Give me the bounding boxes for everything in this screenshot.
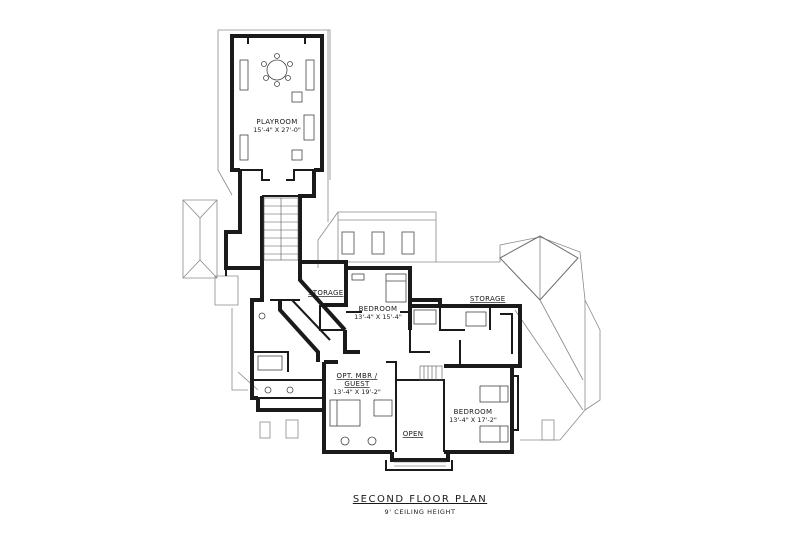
bedroom-right-dims: 13'-4" X 17'-2" [449, 416, 497, 424]
opt-mbr-name-line2: GUEST [344, 380, 370, 388]
storage-right-name: STORAGE [470, 295, 505, 303]
plan-subtitle: 9' CEILING HEIGHT [384, 508, 455, 516]
plan-title-block: SECOND FLOOR PLAN 9' CEILING HEIGHT [353, 494, 487, 516]
playroom-name: PLAYROOM [256, 118, 297, 126]
playroom-dims: 15'-4" X 27'-0" [253, 126, 301, 134]
bedroom-right-name: BEDROOM [454, 408, 493, 416]
open-to-below-label: OPEN [403, 430, 424, 438]
bedroom-center-name: BEDROOM [359, 305, 398, 313]
opt-mbr-name-line1: OPT. MBR / [337, 372, 378, 380]
opt-mbr-dims: 13'-4" X 19'-2" [333, 388, 381, 396]
walls [224, 34, 522, 471]
roof-outlines [182, 29, 601, 441]
plan-title: SECOND FLOOR PLAN [353, 494, 487, 505]
stairs [263, 197, 446, 467]
furniture [239, 53, 509, 446]
storage-left-name: STORAGE [308, 289, 343, 297]
room-labels: PLAYROOM 15'-4" X 27'-0" STORAGE BEDROOM… [253, 118, 505, 438]
bedroom-center-dims: 13'-4" X 15'-4" [354, 313, 402, 321]
